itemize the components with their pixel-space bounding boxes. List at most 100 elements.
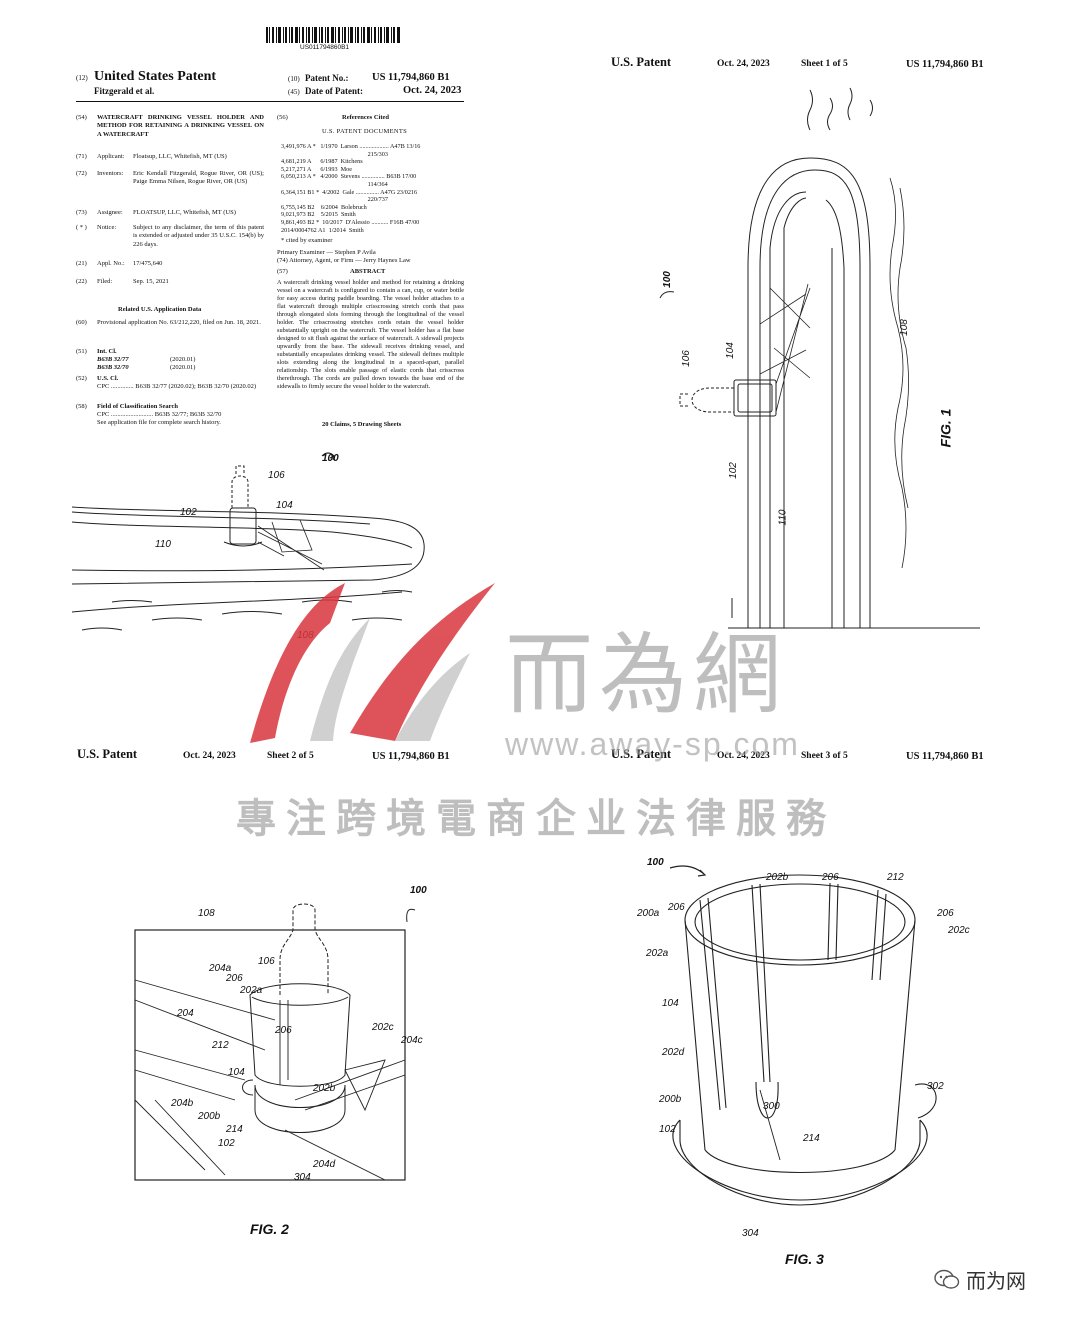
sheet-1-date: Oct. 24, 2023 bbox=[717, 59, 770, 69]
fig1-ref-100: 100 bbox=[661, 271, 673, 288]
fig2-ref-206-b: 206 bbox=[275, 1025, 292, 1036]
watermark-logo bbox=[250, 583, 495, 743]
patent-title: United States Patent bbox=[94, 69, 217, 84]
fig3-ref-104: 104 bbox=[662, 998, 679, 1009]
front-field-code: (21) bbox=[76, 260, 87, 267]
code-12: (12) bbox=[76, 74, 88, 82]
claims-line: 20 Claims, 5 Drawing Sheets bbox=[322, 421, 402, 428]
fig3-ref-200b: 200b bbox=[659, 1094, 682, 1105]
patent-no: US 11,794,860 B1 bbox=[372, 72, 450, 83]
front-field-label: Appl. No.: bbox=[97, 260, 125, 267]
fig2-ref-204b: 204b bbox=[171, 1098, 194, 1109]
inventors-short: Fitzgerald et al. bbox=[94, 86, 155, 96]
fig2-ref-204a: 204a bbox=[209, 963, 232, 974]
refs-code: (56) bbox=[277, 114, 288, 121]
fig2-ref-202b: 202b bbox=[313, 1083, 336, 1094]
fig3-ref-300: 300 bbox=[763, 1101, 780, 1112]
fig3-ref-214: 214 bbox=[803, 1133, 820, 1144]
field-58-code: (58) bbox=[76, 403, 87, 410]
front-field-value: Sep. 15, 2021 bbox=[133, 278, 169, 285]
date-label: Date of Patent: bbox=[305, 86, 363, 96]
primary-examiner: Primary Examiner — Stephen P Avila bbox=[277, 249, 376, 256]
watermark-url: www.away-sp.com bbox=[505, 726, 800, 762]
fig3-ref-202a: 202a bbox=[646, 948, 669, 959]
front-ref-102: 102 bbox=[180, 507, 197, 518]
front-field-value: 17/475,640 bbox=[133, 260, 163, 267]
field-60-code: (60) bbox=[76, 319, 87, 326]
fig3-ref-206-left: 206 bbox=[668, 902, 685, 913]
front-field-label: Notice: bbox=[97, 224, 117, 231]
sheet-3-patent-label: U.S. Patent bbox=[611, 747, 672, 761]
front-field-label: Applicant: bbox=[97, 153, 125, 160]
attorney: (74) Attorney, Agent, or Firm — Jerry Ha… bbox=[277, 257, 411, 264]
related-heading: Related U.S. Application Data bbox=[118, 306, 202, 313]
front-field-code: (73) bbox=[76, 209, 87, 216]
field-52-label: U.S. Cl. bbox=[97, 375, 119, 382]
fig2-ref-204: 204 bbox=[177, 1008, 194, 1019]
code-10: (10) bbox=[288, 75, 300, 83]
refs-subheading: U.S. PATENT DOCUMENTS bbox=[322, 128, 408, 135]
front-ref-106: 106 bbox=[268, 470, 285, 481]
fig2-ref-202a: 202a bbox=[240, 985, 263, 996]
front-field-code: (72) bbox=[76, 170, 87, 177]
fig2-drawing bbox=[134, 903, 416, 1181]
barcode bbox=[266, 27, 400, 43]
abstract-text: A watercraft drinking vessel holder and … bbox=[277, 279, 464, 390]
front-field-value: Floatsup, LLC, Whitefish, MT (US) bbox=[133, 153, 227, 160]
front-field-label: Assignee: bbox=[97, 209, 123, 216]
fig3-ref-200a: 200a bbox=[637, 908, 660, 919]
fig2-ref-200b: 200b bbox=[198, 1111, 221, 1122]
front-field-value: WATERCRAFT DRINKING VESSEL HOLDER AND ME… bbox=[97, 114, 264, 138]
sheet-2-number: US 11,794,860 B1 bbox=[372, 751, 450, 762]
front-field-value: FLOATSUP, LLC, Whitefish, MT (US) bbox=[133, 209, 236, 216]
account-name: 而为网 bbox=[966, 1271, 1026, 1293]
patent-no-label: Patent No.: bbox=[305, 73, 349, 83]
fig3-ref-206-top: 206 bbox=[822, 872, 839, 883]
fig1-label: FIG. 1 bbox=[937, 408, 954, 448]
sheet-1-number: US 11,794,860 B1 bbox=[906, 59, 984, 70]
fig1-drawing bbox=[659, 87, 980, 629]
front-ref-100: 100 bbox=[322, 453, 339, 464]
fig2-ref-100: 100 bbox=[410, 885, 427, 896]
front-field-value: Eric Kendall Fitzgerald, Rogue River, OR… bbox=[133, 170, 264, 186]
refs-heading: References Cited bbox=[342, 114, 389, 121]
abstract-code: (57) bbox=[277, 268, 288, 275]
fig3-ref-100: 100 bbox=[647, 857, 664, 868]
front-ref-110: 110 bbox=[155, 539, 171, 550]
sheet-3-date: Oct. 24, 2023 bbox=[717, 751, 770, 761]
header-rule bbox=[76, 101, 464, 102]
fig3-ref-212: 212 bbox=[887, 872, 904, 883]
fig3-label: FIG. 3 bbox=[785, 1251, 824, 1267]
sheet-3-number: US 11,794,860 B1 bbox=[906, 751, 984, 762]
abstract-heading: ABSTRACT bbox=[350, 268, 386, 275]
fig2-ref-206-a: 206 bbox=[226, 973, 243, 984]
field-51-year-1: (2020.01) bbox=[170, 356, 196, 363]
field-52-code: (52) bbox=[76, 375, 87, 382]
field-51-class-2: B63B 32/70 bbox=[97, 364, 129, 371]
references-list: 3,491,976 A * 1/1970 Larson ............… bbox=[281, 143, 421, 234]
field-58-value: CPC .......................... B63B 32/7… bbox=[97, 411, 222, 427]
front-field-value: Subject to any disclaimer, the term of t… bbox=[133, 224, 264, 248]
fig3-ref-202b: 202b bbox=[766, 872, 789, 883]
fig1-ref-104: 104 bbox=[724, 342, 736, 359]
field-51-class-1: B63B 32/77 bbox=[97, 356, 129, 363]
fig3-ref-206-right: 206 bbox=[937, 908, 954, 919]
front-field-code: (22) bbox=[76, 278, 87, 285]
sheet-1-patent-label: U.S. Patent bbox=[611, 55, 672, 69]
field-51-label: Int. Cl. bbox=[97, 348, 117, 355]
fig1-ref-108: 108 bbox=[898, 319, 910, 336]
sheet-3-sheet: Sheet 3 of 5 bbox=[801, 751, 848, 761]
sheet-2-date: Oct. 24, 2023 bbox=[183, 751, 236, 761]
field-58-label: Field of Classification Search bbox=[97, 403, 178, 410]
fig2-ref-204c: 204c bbox=[401, 1035, 423, 1046]
watermark-slogan: 專注跨境電商企业法律服務 bbox=[236, 796, 836, 842]
fig2-ref-304: 304 bbox=[294, 1172, 311, 1183]
front-ref-104: 104 bbox=[276, 500, 293, 511]
front-field-label: Filed: bbox=[97, 278, 113, 285]
fig2-ref-104: 104 bbox=[228, 1067, 245, 1078]
account-badge: 而为网 bbox=[934, 1265, 1026, 1294]
sheet-2-patent-label: U.S. Patent bbox=[77, 747, 138, 761]
fig2-label: FIG. 2 bbox=[250, 1221, 289, 1237]
fig2-ref-204d: 204d bbox=[313, 1159, 336, 1170]
fig2-ref-202c: 202c bbox=[372, 1022, 394, 1033]
